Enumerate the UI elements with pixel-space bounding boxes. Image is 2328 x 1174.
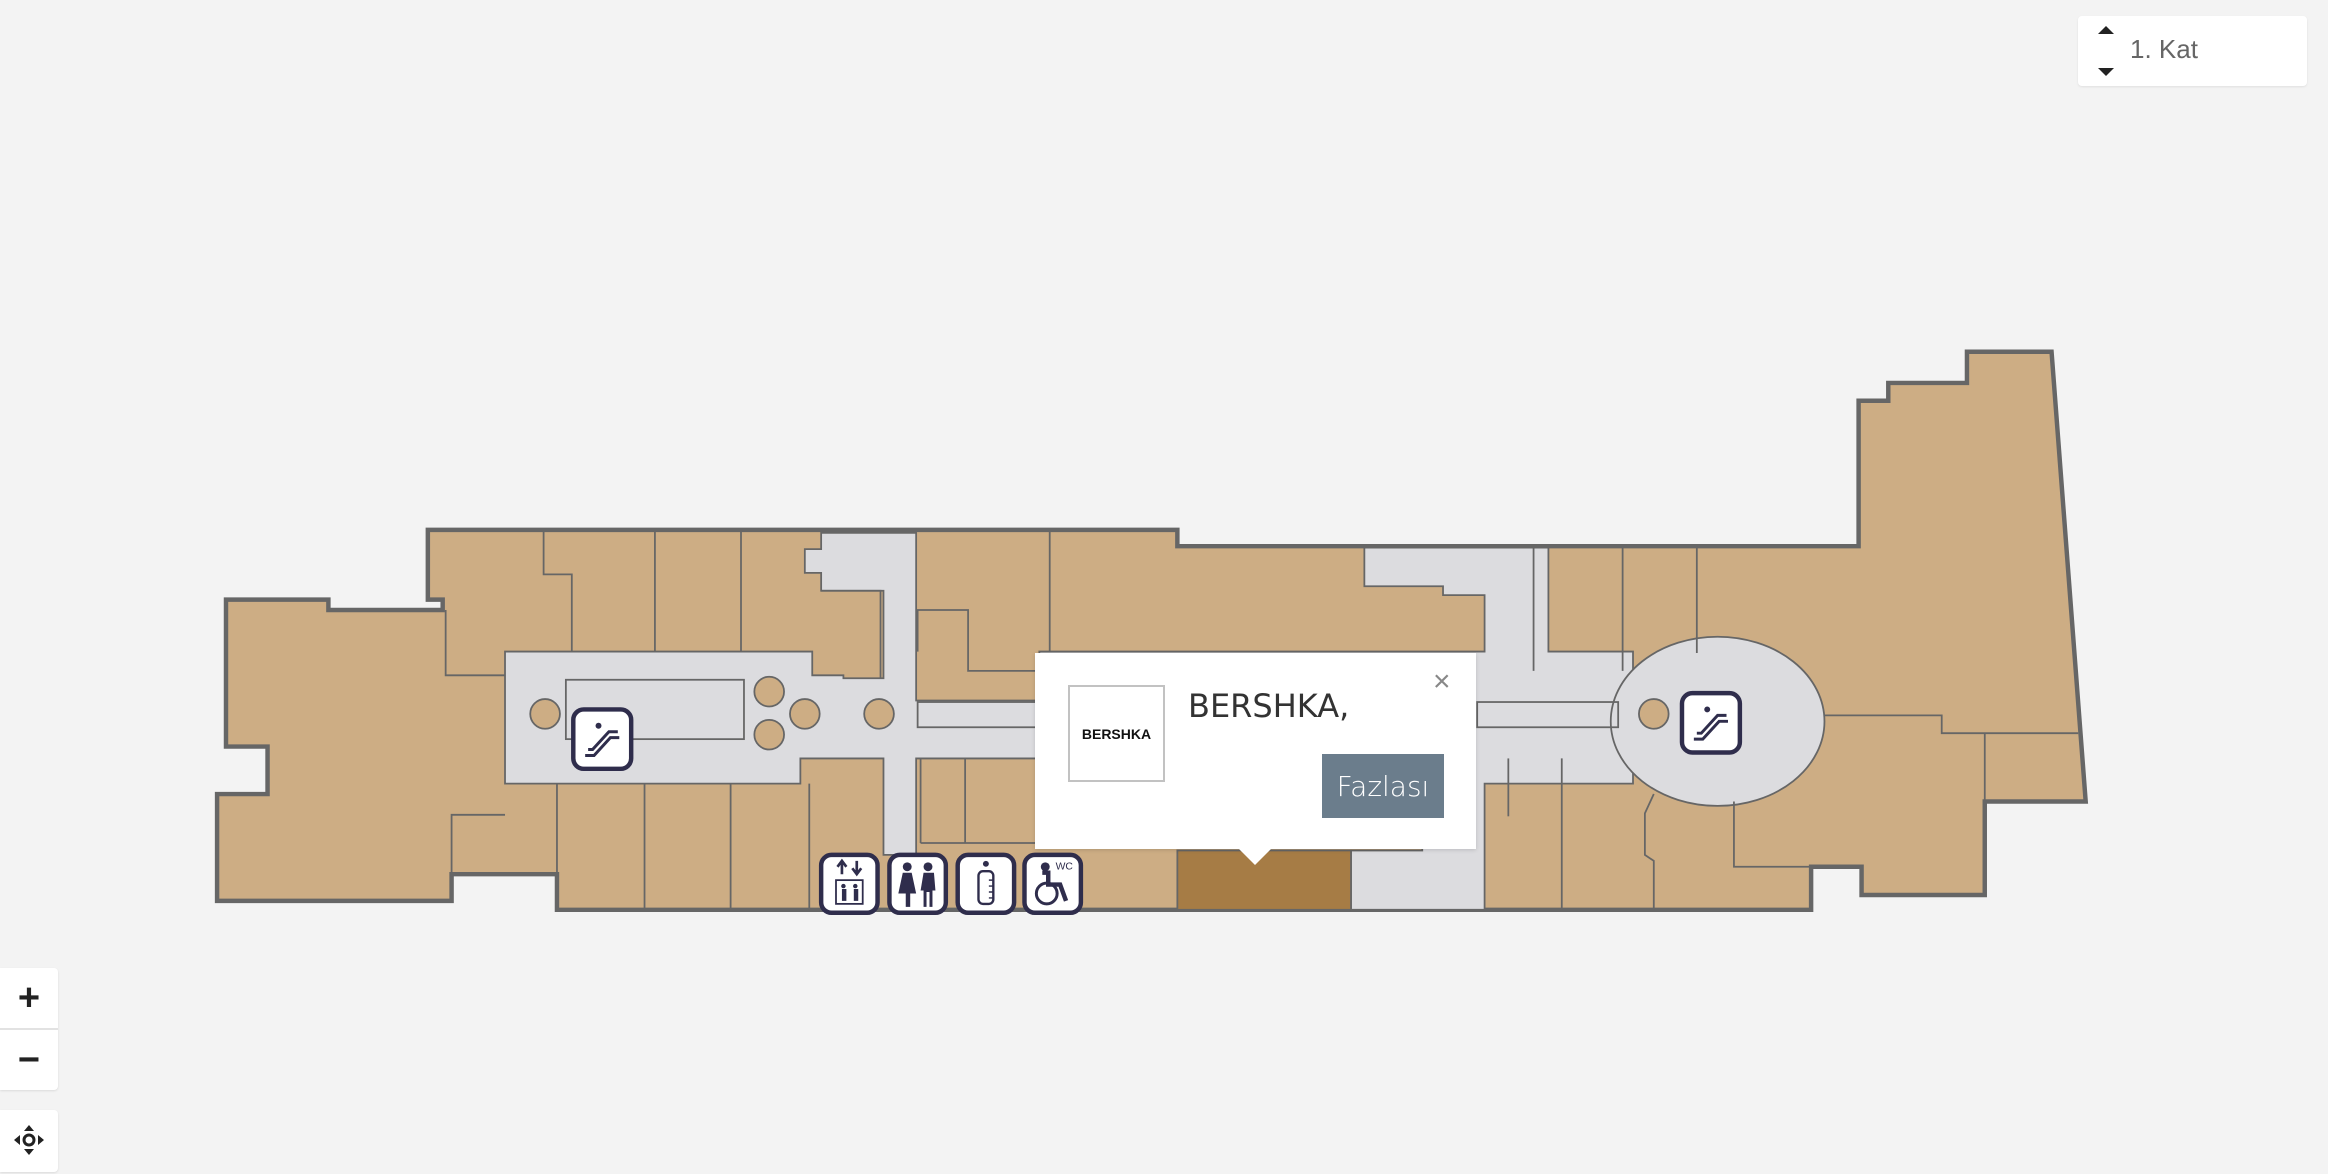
zoom-out-button[interactable]: − — [0, 1028, 58, 1090]
close-icon[interactable]: × — [1433, 665, 1451, 698]
zoom-in-button[interactable]: + — [17, 976, 41, 1019]
floor-stepper[interactable] — [2094, 26, 2118, 78]
baby-care-icon[interactable] — [955, 852, 1017, 916]
escalator-icon[interactable] — [571, 707, 634, 772]
kiosks[interactable] — [529, 675, 1670, 751]
zoom-controls: + − — [0, 968, 58, 1090]
store-popup: BERSHKA BERSHKA, × Fazlası — [1035, 653, 1476, 865]
floor-selector[interactable]: 1. Kat — [2078, 16, 2307, 86]
accessible-wc-icon[interactable]: WC — [1022, 852, 1084, 916]
store-name: BERSHKA, — [1188, 687, 1350, 725]
recenter-icon[interactable] — [0, 1110, 58, 1170]
shop-divisions — [444, 529, 2079, 910]
wc-label: WC — [1056, 862, 1074, 873]
elevator-icon[interactable] — [818, 852, 880, 916]
store-logo: BERSHKA — [1068, 685, 1165, 782]
floor-up-icon[interactable] — [2098, 26, 2114, 34]
more-button[interactable]: Fazlası — [1322, 754, 1444, 818]
restroom-icon[interactable] — [887, 852, 949, 916]
recenter-button[interactable] — [0, 1110, 58, 1172]
escalator-icon[interactable] — [1679, 690, 1743, 755]
floor-down-icon[interactable] — [2098, 68, 2114, 76]
store-logo-text: BERSHKA — [1081, 725, 1152, 742]
floor-label: 1. Kat — [2130, 34, 2198, 64]
